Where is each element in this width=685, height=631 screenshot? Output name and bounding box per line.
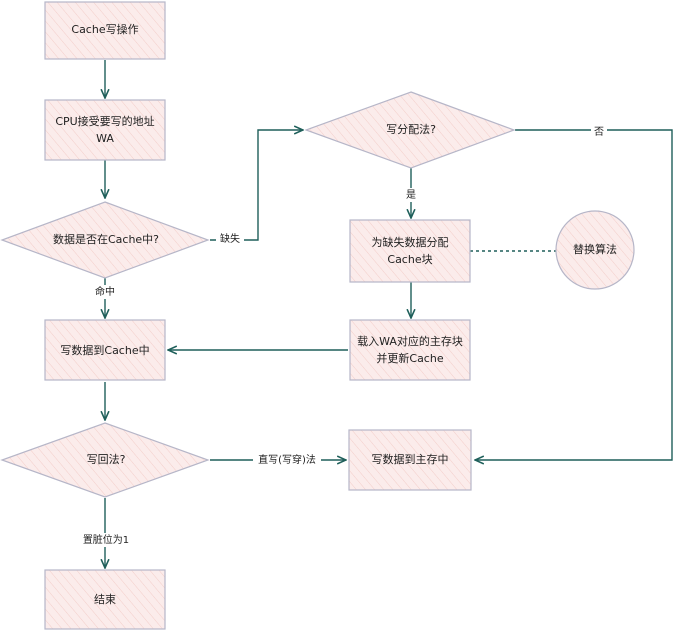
node-write-back-check[interactable]: 写回法?: [0, 422, 210, 498]
node-allocate-block-line1: 为缺失数据分配: [372, 235, 449, 249]
node-end-label: 结束: [94, 593, 116, 606]
edge-labels: 命中 缺失 是 否 直写(写穿)法 置脏位为1: [81, 125, 607, 547]
node-write-allocate-check-label: 写分配法?: [386, 122, 436, 136]
node-load-block-line2: 并更新Cache: [376, 351, 443, 365]
node-write-cache-label: 写数据到Cache中: [60, 343, 149, 357]
node-write-memory[interactable]: 写数据到主存中: [348, 429, 472, 491]
node-allocate-block[interactable]: 为缺失数据分配 Cache块: [349, 219, 471, 283]
node-write-memory-label: 写数据到主存中: [372, 452, 449, 466]
edge-label-miss: 缺失: [220, 232, 240, 245]
node-allocate-block-line2: Cache块: [387, 253, 432, 266]
node-start-label: Cache写操作: [71, 22, 138, 36]
node-write-allocate-check[interactable]: 写分配法?: [304, 91, 516, 169]
edge-no: [475, 129, 673, 460]
node-get-addr-line1: CPU接受要写的地址: [55, 114, 154, 128]
node-write-back-check-label: 写回法?: [87, 452, 126, 466]
node-load-block-line1: 载入WA对应的主存块: [357, 334, 463, 348]
edge-label-write-through: 直写(写穿)法: [258, 453, 316, 466]
node-start[interactable]: Cache写操作: [44, 1, 166, 60]
node-replace-algo-label: 替换算法: [573, 242, 617, 256]
edge-miss: [210, 130, 303, 241]
edge-label-hit: 命中: [95, 285, 115, 298]
node-load-block[interactable]: 载入WA对应的主存块 并更新Cache: [349, 319, 471, 381]
node-get-addr[interactable]: CPU接受要写的地址 WA: [44, 99, 166, 161]
node-write-cache[interactable]: 写数据到Cache中: [44, 319, 166, 381]
node-hit-check-label: 数据是否在Cache中?: [53, 232, 159, 246]
edge-label-dirty: 置脏位为1: [83, 533, 129, 546]
node-hit-check[interactable]: 数据是否在Cache中?: [0, 201, 210, 279]
node-get-addr-line2: WA: [96, 132, 114, 145]
edge-label-yes: 是: [406, 189, 416, 201]
node-replace-algo[interactable]: 替换算法: [555, 210, 635, 290]
edge-label-no: 否: [594, 126, 604, 138]
node-end[interactable]: 结束: [44, 569, 166, 630]
